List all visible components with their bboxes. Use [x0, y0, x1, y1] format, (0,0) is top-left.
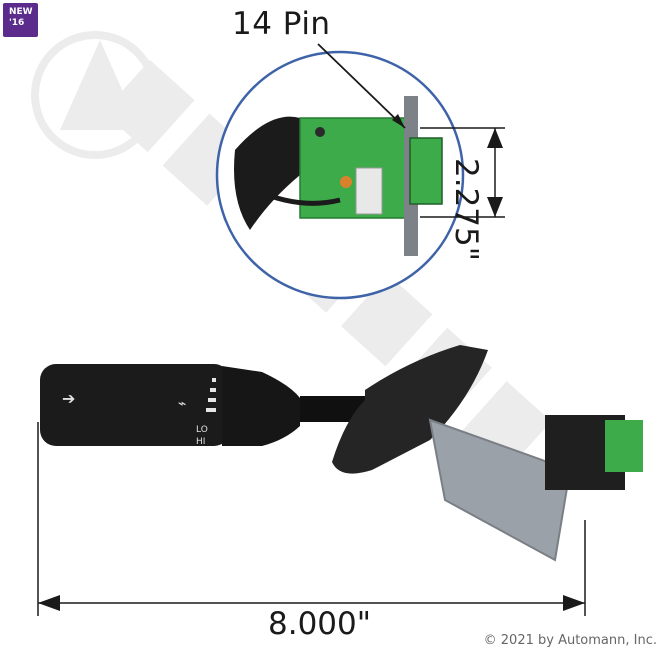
svg-text:HI: HI — [196, 437, 205, 447]
height-dimension — [420, 127, 505, 218]
svg-text:LO: LO — [196, 425, 208, 435]
badge-line-2: '16 — [9, 18, 25, 28]
pin-callout-arrow — [317, 43, 406, 129]
connector-detail — [234, 96, 443, 256]
new-badge: NEW '16 — [3, 3, 38, 37]
length-label: 8.000" — [262, 606, 378, 642]
badge-line-1: NEW — [9, 7, 33, 17]
stalk-switch: ➔ ⌁ LO HI — [40, 345, 643, 562]
svg-text:➔: ➔ — [62, 389, 75, 408]
length-dimension — [37, 422, 586, 616]
svg-text:⌁: ⌁ — [178, 396, 186, 412]
copyright-text: © 2021 by Automann, Inc. — [483, 633, 657, 648]
pin-count-label: 14 Pin — [232, 6, 331, 42]
height-label: 2.275" — [448, 158, 484, 262]
